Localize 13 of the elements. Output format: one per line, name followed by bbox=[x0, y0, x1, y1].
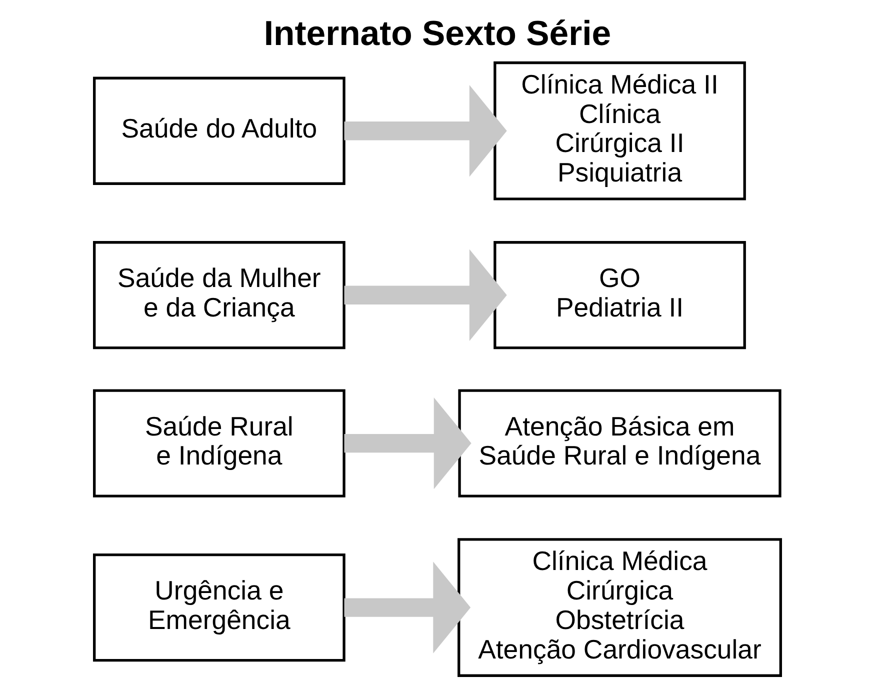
node-box: Saúde Rural e Indígena bbox=[93, 389, 346, 498]
node-box: Atenção Básica em Saúde Rural e Indígena bbox=[458, 389, 782, 498]
node-box: Saúde da Mulher e da Criança bbox=[93, 241, 346, 350]
arrow bbox=[344, 397, 472, 490]
arrow bbox=[344, 249, 507, 341]
diagram-title: Internato Sexto Série bbox=[264, 15, 612, 54]
arrow bbox=[344, 85, 507, 177]
node-box: Clínica Médica Cirúrgica Obstetrícia Atenção Cardiovascular bbox=[458, 538, 782, 677]
arrow bbox=[344, 562, 471, 654]
node-box: Saúde do Adulto bbox=[93, 76, 346, 185]
node-box: Urgência e Emergência bbox=[93, 553, 346, 662]
node-box: Clínica Médica II Clínica Cirúrgica II Psiquiatria bbox=[494, 61, 746, 200]
node-box: GO Pediatria II bbox=[494, 241, 746, 350]
